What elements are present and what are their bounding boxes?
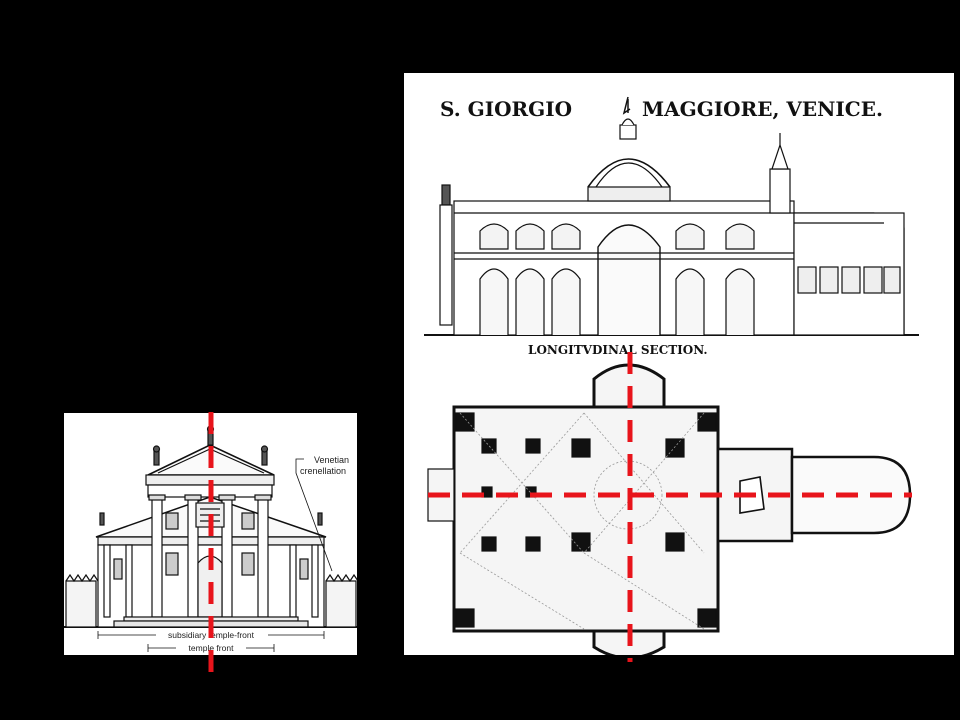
- label-venetian: Venetian: [314, 455, 349, 465]
- title-right: MAGGIORE, VENICE.: [642, 97, 883, 121]
- label-temple-front: temple front: [189, 643, 235, 653]
- section-and-plan-drawing: S. GIORGIO MAGGIORE, VENICE.: [404, 73, 954, 655]
- label-crenellation: crenellation: [300, 466, 346, 476]
- title-left: S. GIORGIO: [440, 97, 572, 121]
- longitudinal-section: [424, 99, 919, 336]
- section-label: LONGITVDINAL SECTION.: [528, 343, 708, 357]
